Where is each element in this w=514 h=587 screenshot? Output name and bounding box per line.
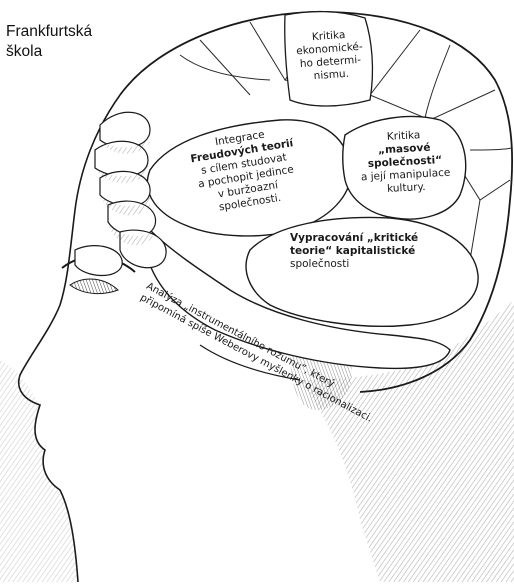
title-line-2: škola: [6, 42, 146, 62]
label-economic: Kritika ekonomické- ho determi- nismu.: [288, 27, 371, 84]
eye: [70, 279, 118, 294]
face-shading: [0, 360, 78, 582]
label-mass: Kritika „masové společnosti“ a její mani…: [353, 127, 456, 197]
title-line-1: Frankfurtská: [6, 22, 146, 42]
diagram-title: Frankfurtská škola: [6, 22, 146, 62]
label-critical: Vypracování „kritické teorie“ kapitalist…: [290, 232, 455, 271]
